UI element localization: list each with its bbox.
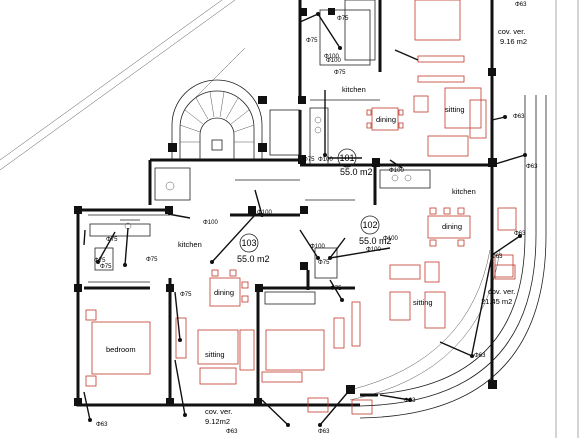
- pipe-label: Φ63: [491, 254, 503, 260]
- apartment-area-102: 55.0 m2: [359, 236, 392, 246]
- exterior-walls: [76, 0, 494, 407]
- interior-lines: [88, 0, 380, 305]
- plumbing-lines: [83, 13, 526, 426]
- veranda-curves: [349, 95, 547, 419]
- pipe-label: Φ100: [366, 247, 381, 253]
- pipe-label: Φ63: [226, 429, 238, 435]
- room-label-kitchen-101: kitchen: [342, 85, 366, 94]
- pipe-label: Φ75: [146, 257, 158, 263]
- apartment-marker-101: 101 55.0 m2: [337, 148, 373, 177]
- room-label-kitchen-103: kitchen: [178, 240, 202, 249]
- room-labels: kitchen dining sitting kitchen dining si…: [106, 85, 476, 359]
- pipe-label: Φ63: [404, 398, 416, 404]
- pipe-label: Φ75: [303, 157, 315, 163]
- pipe-label: Φ63: [515, 2, 527, 8]
- veranda-area-1: 9.16 m2: [500, 37, 527, 46]
- room-label-kitchen-102: kitchen: [452, 187, 476, 196]
- pipe-label: Φ75: [334, 70, 346, 76]
- pipe-label: Φ75: [106, 237, 118, 243]
- pipe-label: Φ63: [526, 164, 538, 170]
- room-label-dining-101: dining: [376, 115, 396, 124]
- pipe-label: Φ75: [330, 286, 342, 292]
- apartment-marker-102: 102 55.0 m2: [359, 215, 392, 246]
- pipe-label: Φ75: [100, 264, 112, 270]
- apartment-number-102: 102: [362, 220, 377, 230]
- pipe-label: Φ100: [318, 157, 333, 163]
- pipe-label: Φ100: [310, 244, 325, 250]
- pipe-label: Φ75: [337, 16, 349, 22]
- pipe-label: Φ63: [514, 231, 526, 237]
- structural-columns: [74, 8, 497, 406]
- apartment-marker-103: 103 55.0 m2: [237, 233, 270, 264]
- veranda-label-1: cov. ver.: [498, 27, 525, 36]
- room-label-dining-103: dining: [214, 288, 234, 297]
- pipe-label: Φ100: [383, 236, 398, 242]
- room-label-sitting-101: sitting: [445, 105, 465, 114]
- apartment-area-103: 55.0 m2: [237, 254, 270, 264]
- pipe-label: Φ75: [318, 260, 330, 266]
- pipe-markers: [88, 12, 527, 427]
- furniture: [85, 0, 517, 415]
- pipe-labels: Φ75 Φ75 Φ100 Φ75 Φ100 Φ75 Φ100 Φ100 Φ63 …: [94, 2, 538, 435]
- pipe-label: Φ63: [96, 422, 108, 428]
- apartment-number-101: 101: [339, 153, 354, 163]
- veranda-label-3: cov. ver.: [205, 407, 232, 416]
- apartment-area-101: 55.0 m2: [340, 167, 373, 177]
- room-label-sitting-103: sitting: [205, 350, 225, 359]
- pipe-label: Φ100: [257, 210, 272, 216]
- pipe-label: Φ75: [306, 38, 318, 44]
- veranda-area-2: 21.45 m2: [481, 297, 512, 306]
- staircase: [154, 79, 301, 201]
- room-label-sitting-102: sitting: [413, 298, 433, 307]
- room-label-dining-102: dining: [442, 222, 462, 231]
- room-label-bedroom-103: bedroom: [106, 345, 136, 354]
- pipe-label: Φ100: [203, 220, 218, 226]
- kitchen-fittings: [89, 107, 431, 271]
- apartment-number-103: 103: [241, 238, 256, 248]
- pipe-label: Φ100: [326, 58, 341, 64]
- pipe-label: Φ100: [324, 54, 339, 60]
- pipe-label: Φ63: [318, 429, 330, 435]
- veranda-labels: cov. ver. 9.16 m2 cov. ver. 21.45 m2 cov…: [205, 27, 527, 426]
- veranda-label-2: cov. ver.: [488, 287, 515, 296]
- pipe-label: Φ63: [513, 114, 525, 120]
- pipe-label: Φ100: [389, 168, 404, 174]
- pipe-label: Φ75: [180, 292, 192, 298]
- veranda-area-3: 9.12m2: [205, 417, 230, 426]
- pipe-label: Φ63: [474, 353, 486, 359]
- pipe-label: Φ75: [94, 258, 106, 264]
